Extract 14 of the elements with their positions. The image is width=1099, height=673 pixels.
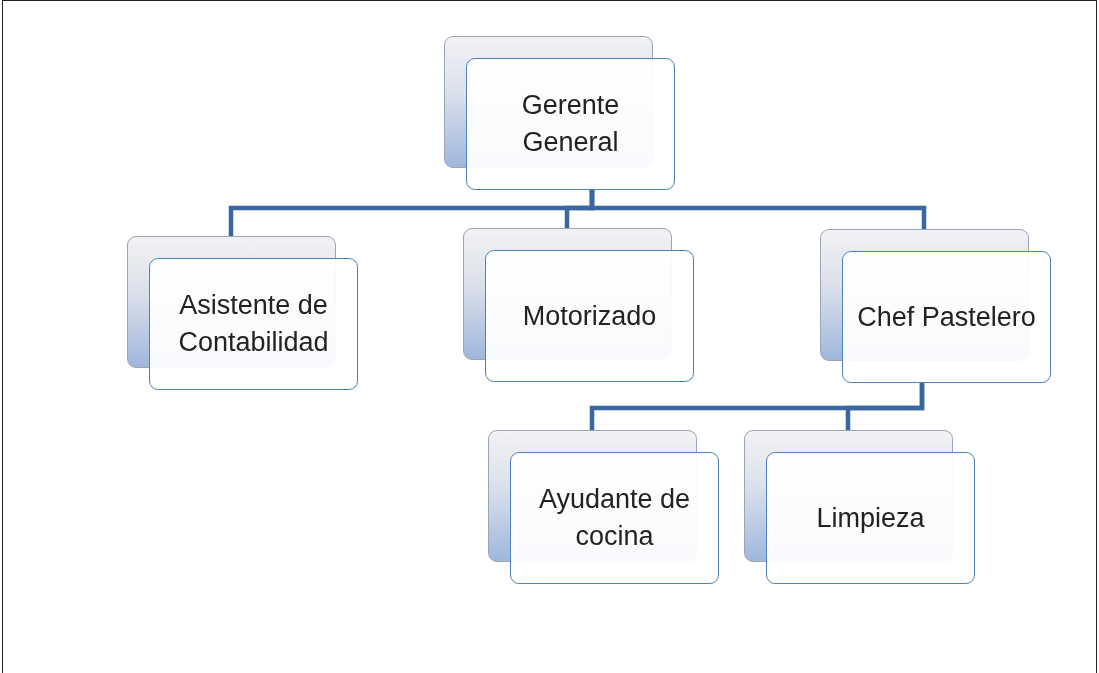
position-card (127, 236, 358, 390)
position-title: Limpieza (815, 501, 926, 535)
position-card (444, 36, 675, 190)
position-title: Motorizado (521, 299, 658, 333)
position-title: Asistente de Contabilidad (177, 289, 330, 359)
position-card (463, 228, 694, 382)
position-card (744, 430, 975, 584)
position-card (488, 430, 719, 584)
connector-line (845, 383, 925, 430)
position-title: Ayudante de cocina (537, 483, 692, 553)
position-title: Chef Pastelero (856, 300, 1037, 334)
connector-line (589, 190, 927, 229)
position-title: Gerente General (520, 89, 621, 159)
position-card (820, 229, 1051, 383)
